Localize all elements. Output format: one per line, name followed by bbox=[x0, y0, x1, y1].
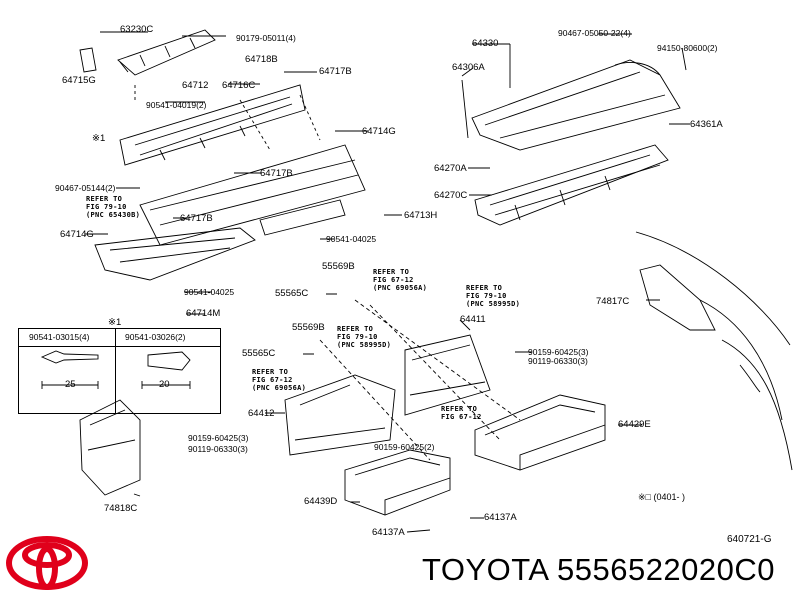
part-label-90119-06330-right: 90119-06330(3) bbox=[528, 356, 588, 366]
part-label-64412: 64412 bbox=[248, 408, 275, 419]
part-label-64717B-mid: 64717B bbox=[260, 168, 293, 179]
trim-63230C bbox=[117, 29, 216, 76]
part-label-mark1: ※1 bbox=[92, 133, 106, 144]
tray-64330 bbox=[471, 59, 681, 151]
part-label-90541-04019: 90541-04019(2) bbox=[146, 100, 207, 110]
drawing-code: 640721-G bbox=[727, 534, 772, 545]
part-label-90541-04025-mid: 90541-04025 bbox=[326, 234, 377, 244]
legend-left-part: 90541-03015(4) bbox=[29, 332, 90, 342]
part-label-90179-05011: 90179-05011(4) bbox=[236, 33, 296, 43]
box-64429E bbox=[474, 394, 606, 471]
part-label-64270C: 64270C bbox=[434, 190, 468, 201]
part-label-64361A: 64361A bbox=[690, 119, 723, 130]
toyota-logo bbox=[6, 536, 88, 590]
panel-64712 bbox=[119, 84, 306, 166]
part-label-64717B-low: 64717B bbox=[180, 213, 213, 224]
panel-74818C bbox=[79, 399, 141, 496]
refer-note-69056A-low: REFER TO FIG 67-12 (PNC 69056A) bbox=[252, 368, 307, 392]
part-label-64439D: 64439D bbox=[304, 496, 338, 507]
part-label-74818C: 74818C bbox=[104, 503, 138, 514]
part-label-64714G-top: 64714G bbox=[362, 126, 396, 137]
part-label-55565C-mid: 55565C bbox=[242, 348, 276, 359]
part-label-90541-04025-low: 90541-04025 bbox=[184, 287, 235, 297]
part-label-55569B-top: 55569B bbox=[322, 261, 355, 272]
part-label-64270A: 64270A bbox=[434, 163, 467, 174]
box-64439D bbox=[344, 449, 451, 516]
footer-part-number: TOYOTA 5556522020C0 bbox=[422, 552, 776, 587]
legend-divider-horizontal bbox=[19, 346, 220, 347]
part-label-64714M: 64714M bbox=[186, 308, 221, 319]
part-label-64429E: 64429E bbox=[618, 419, 651, 430]
panel-64411 bbox=[404, 334, 491, 416]
part-label-64712: 64712 bbox=[182, 80, 209, 91]
part-label-64713H: 64713H bbox=[404, 210, 438, 221]
legend-title: ※1 bbox=[108, 317, 122, 328]
panel-74817C bbox=[639, 264, 716, 331]
diagram-line-art bbox=[79, 29, 793, 533]
part-label-90159-60425-right: 90159-60425(3) bbox=[528, 347, 589, 357]
car-body-outline bbox=[635, 231, 791, 346]
part-label-64330: 64330 bbox=[472, 38, 499, 49]
legend-divider-vertical bbox=[115, 329, 116, 413]
part-label-64717B-top: 64717B bbox=[319, 66, 352, 77]
part-label-64716C: 64716C bbox=[222, 80, 256, 91]
legend-right-part: 90541-03026(2) bbox=[125, 332, 186, 342]
refer-note-69056A-top: REFER TO FIG 67-12 (PNC 69056A) bbox=[373, 268, 428, 292]
tray-64270C bbox=[474, 144, 669, 226]
legend-box: 90541-03015(4) 90541-03026(2) 25 20 bbox=[18, 328, 221, 414]
part-label-64715G: 64715G bbox=[62, 75, 96, 86]
part-label-63230C: 63230C bbox=[120, 24, 154, 35]
part-label-90159-60425-center: 90159-60425(2) bbox=[374, 442, 435, 452]
part-label-90467-05144: 90467-05144(2) bbox=[55, 183, 116, 193]
part-label-64718B: 64718B bbox=[245, 54, 278, 65]
legend-right-dim: 20 bbox=[159, 379, 170, 390]
part-label-55569B-mid: 55569B bbox=[292, 322, 325, 333]
refer-note-58995D-top: REFER TO FIG 79-10 (PNC 58995D) bbox=[466, 284, 521, 308]
legend-clip-drawings bbox=[40, 350, 191, 389]
part-label-90467-05050: 90467-05050-22(4) bbox=[558, 28, 631, 38]
refer-note-67-12: REFER TO FIG 67-12 bbox=[441, 405, 482, 421]
part-label-64714G-left: 64714G bbox=[60, 229, 94, 240]
panel-64412 bbox=[284, 374, 396, 456]
legend-left-dim: 25 bbox=[65, 379, 76, 390]
refer-note-58995D-mid: REFER TO FIG 79-10 (PNC 58995D) bbox=[337, 325, 392, 349]
part-label-74817C: 74817C bbox=[596, 296, 630, 307]
panel-64713H bbox=[139, 144, 366, 246]
panel-64714M bbox=[94, 227, 256, 281]
refer-note-65430B: REFER TO FIG 79-10 (PNC 65430B) bbox=[86, 195, 141, 219]
part-label-55565C-top: 55565C bbox=[275, 288, 309, 299]
part-label-64306A: 64306A bbox=[452, 62, 485, 73]
part-label-94150-80600: 94150-80600(2) bbox=[657, 43, 718, 53]
part-label-64137A-right: 64137A bbox=[484, 512, 517, 523]
part-label-64137A-left: 64137A bbox=[372, 527, 405, 538]
note-date: ※□ (0401- ) bbox=[638, 492, 685, 502]
part-label-90159-60425-left: 90159-60425(3) bbox=[188, 433, 249, 443]
part-label-90119-06330-left: 90119-06330(3) bbox=[188, 444, 248, 454]
part-label-64411: 64411 bbox=[460, 314, 486, 325]
